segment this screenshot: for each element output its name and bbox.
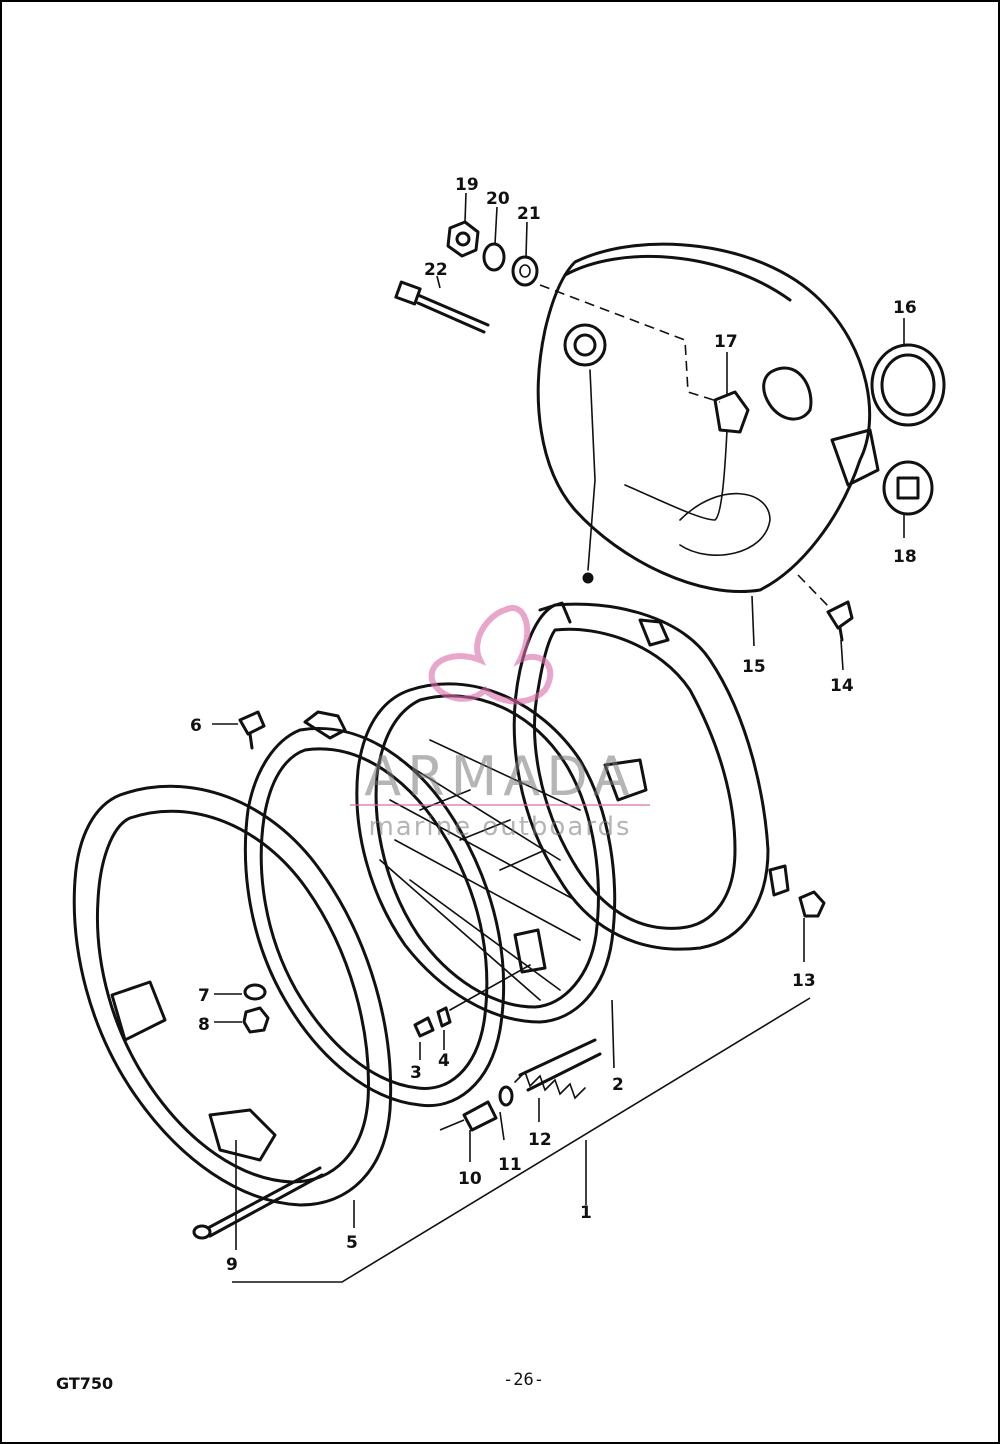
callout-15: 15 [742, 657, 766, 677]
mounting-hardware [394, 220, 721, 403]
callout-18: 18 [893, 547, 917, 567]
headlamp-housing [536, 242, 880, 593]
callout-2: 2 [612, 1075, 624, 1095]
callout-11: 11 [498, 1155, 522, 1175]
callout-19: 19 [455, 175, 479, 195]
long-screw [192, 1166, 324, 1240]
inner-rim [243, 710, 506, 1108]
callout-10: 10 [458, 1169, 482, 1189]
small-nut [798, 890, 826, 918]
housing-screw [797, 574, 854, 642]
callout-16: 16 [893, 298, 917, 318]
model-code: GT750 [56, 1374, 114, 1393]
page-number: -26- [503, 1370, 544, 1390]
callout-12: 12 [528, 1130, 552, 1150]
callout-3: 3 [410, 1063, 422, 1083]
callout-labels: 1 2 3 4 5 6 7 8 9 10 11 12 13 14 15 16 1… [190, 175, 917, 1275]
watermark-subtitle: marine outboards [368, 812, 632, 842]
callout-6: 6 [190, 716, 202, 736]
callout-4: 4 [438, 1051, 450, 1071]
callout-22: 22 [424, 260, 448, 280]
callout-13: 13 [792, 971, 816, 991]
callout-20: 20 [486, 189, 510, 209]
callout-1: 1 [580, 1203, 592, 1223]
callout-5: 5 [346, 1233, 358, 1253]
sealed-beam-unit [355, 682, 617, 1024]
callout-14: 14 [830, 676, 854, 696]
callout-8: 8 [198, 1015, 210, 1035]
watermark-logo [350, 605, 650, 806]
grommet-ring [870, 343, 946, 427]
callout-17: 17 [714, 332, 738, 352]
outer-rim [72, 784, 393, 1207]
top-screw [212, 710, 266, 750]
washer-and-nut [214, 983, 270, 1034]
callout-21: 21 [517, 204, 541, 224]
adjusting-screw [413, 964, 531, 1038]
callout-7: 7 [198, 986, 210, 1006]
callout-9: 9 [226, 1255, 238, 1275]
adjuster-set [462, 1038, 602, 1132]
watermark-brand: ARMADA [364, 745, 636, 808]
cable-grommet [882, 460, 934, 516]
group-bracket-lines [232, 192, 905, 1283]
